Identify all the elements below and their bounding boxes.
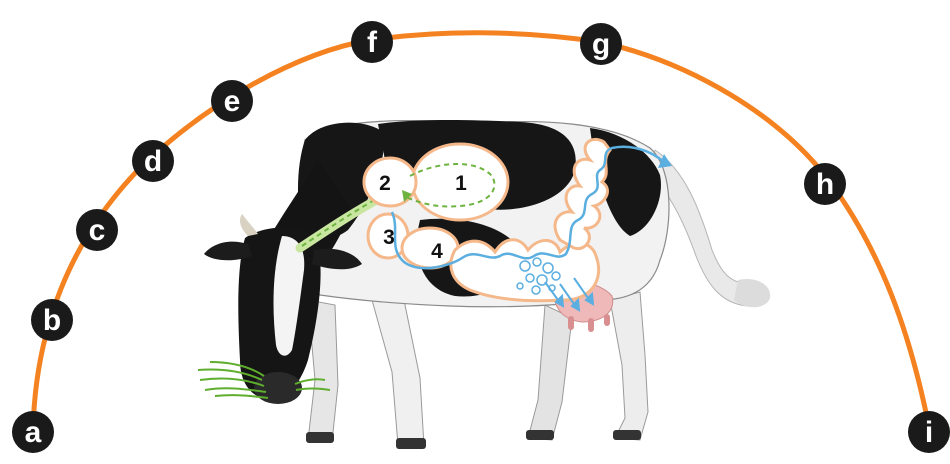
stomach-label-1: 1 xyxy=(455,172,467,195)
marker-b-label: b xyxy=(43,304,61,337)
marker-h: h xyxy=(804,163,846,205)
stomach-label-2: 2 xyxy=(379,172,391,195)
marker-a-label: a xyxy=(25,416,42,449)
cow-back-leg-left xyxy=(528,305,572,440)
marker-g-label: g xyxy=(592,28,610,61)
marker-b: b xyxy=(31,299,73,341)
marker-e: e xyxy=(211,80,253,122)
stomach-label-4: 4 xyxy=(431,240,443,263)
marker-e-label: e xyxy=(224,85,241,118)
cow-ear-left xyxy=(204,242,252,261)
cow-hooves xyxy=(306,430,641,449)
marker-h-label: h xyxy=(816,168,834,201)
cow-front-leg-right xyxy=(372,300,424,446)
cow-back-leg-right xyxy=(610,292,648,440)
stomach-label-3: 3 xyxy=(383,226,395,249)
cow-tail-brush xyxy=(734,279,770,307)
marker-a: a xyxy=(12,411,54,453)
marker-c: c xyxy=(76,209,118,251)
marker-i: i xyxy=(908,411,950,453)
marker-f-label: f xyxy=(367,26,378,59)
marker-c-label: c xyxy=(89,214,106,247)
marker-d-label: d xyxy=(144,145,162,178)
cow-horn xyxy=(240,214,258,236)
cow-muzzle xyxy=(254,372,302,404)
marker-i-label: i xyxy=(925,416,933,449)
marker-d: d xyxy=(132,140,174,182)
marker-g: g xyxy=(580,23,622,65)
marker-f: f xyxy=(351,21,393,63)
